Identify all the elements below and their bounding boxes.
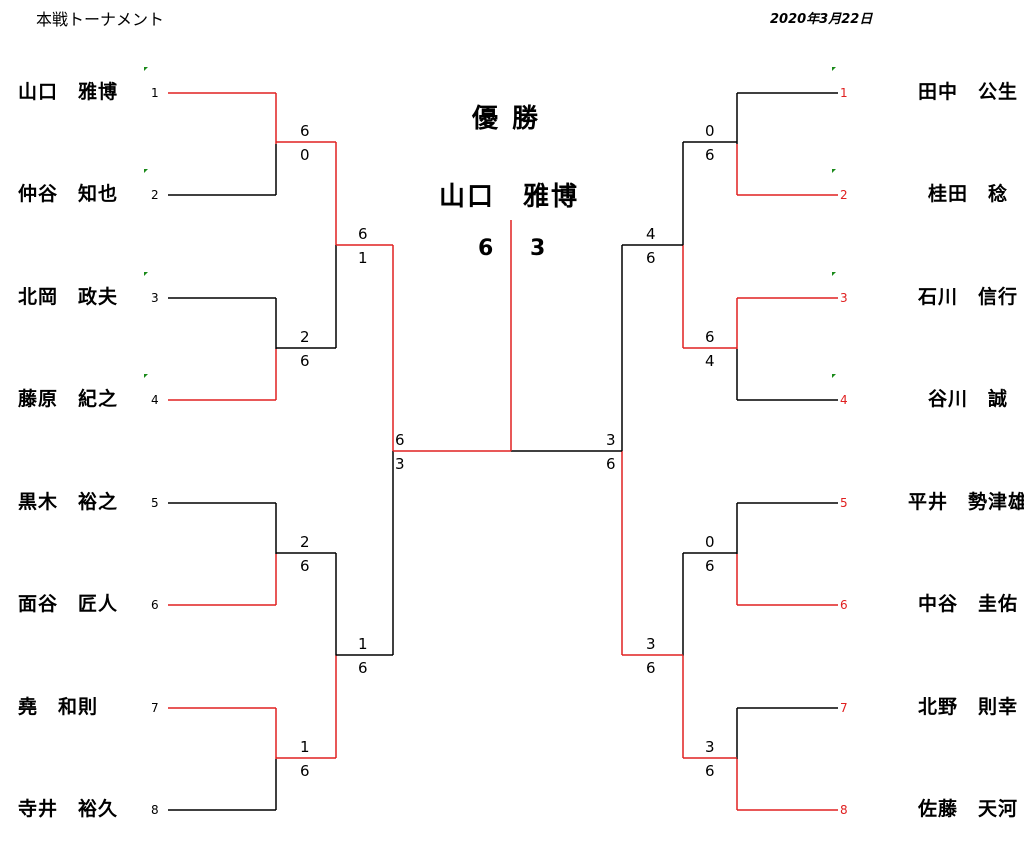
cell-marker <box>144 272 148 276</box>
score-left: 6 <box>300 762 310 780</box>
player-name-left: 藤原 紀之 <box>18 388 119 410</box>
score-left: 0 <box>300 146 310 164</box>
player-name-right: 石川 信行 <box>917 286 1019 308</box>
score-left: 1 <box>358 249 368 267</box>
score-right: 3 <box>705 738 715 756</box>
player-name-left: 仲谷 知也 <box>18 183 119 205</box>
seed-number-left: 5 <box>151 496 159 510</box>
player-name-left: 北岡 政夫 <box>18 286 119 308</box>
seed-number-right: 6 <box>840 598 848 612</box>
player-name-left: 黒木 裕之 <box>18 491 119 513</box>
event-date: 2020年3月22日 <box>770 12 873 27</box>
score-left: 2 <box>300 328 310 346</box>
score-right: 0 <box>705 122 715 140</box>
player-name-right: 北野 則幸 <box>917 696 1019 718</box>
cell-marker <box>144 374 148 378</box>
player-name-right: 佐藤 天河 <box>917 798 1019 820</box>
seed-number-right: 8 <box>840 803 848 817</box>
seed-number-right: 1 <box>840 86 848 100</box>
champion-name: 山口 雅博 <box>439 182 580 212</box>
seed-number-left: 7 <box>151 701 159 715</box>
seed-number-left: 8 <box>151 803 159 817</box>
seed-number-right: 7 <box>840 701 848 715</box>
score-right: 6 <box>705 557 715 575</box>
player-name-left: 堯 和則 <box>18 696 99 718</box>
cell-marker <box>832 67 836 71</box>
cell-marker <box>832 374 836 378</box>
score-left: 6 <box>300 122 310 140</box>
score-left: 6 <box>358 225 368 243</box>
score-right: 3 <box>606 431 616 449</box>
score-right: 6 <box>606 455 616 473</box>
champion-score-left: 6 <box>478 236 494 261</box>
player-name-right: 桂田 稔 <box>927 183 1009 205</box>
score-left: 1 <box>358 635 368 653</box>
score-right: 4 <box>646 225 656 243</box>
player-name-left: 寺井 裕久 <box>18 798 119 820</box>
seed-number-right: 4 <box>840 393 848 407</box>
score-right: 6 <box>646 249 656 267</box>
score-right: 3 <box>646 635 656 653</box>
seed-number-right: 3 <box>840 291 848 305</box>
seed-number-left: 1 <box>151 86 159 100</box>
player-name-left: 面谷 匠人 <box>18 593 119 615</box>
player-name-right: 中谷 圭佑 <box>917 593 1019 615</box>
score-left: 2 <box>300 533 310 551</box>
score-left: 6 <box>300 557 310 575</box>
page-title: 本戦トーナメント <box>36 10 165 29</box>
score-right: 0 <box>705 533 715 551</box>
player-name-right: 平井 勢津雄 <box>907 491 1024 513</box>
player-name-right: 田中 公生 <box>917 81 1019 103</box>
score-right: 6 <box>705 328 715 346</box>
score-right: 6 <box>705 762 715 780</box>
cell-marker <box>144 169 148 173</box>
cell-marker <box>832 169 836 173</box>
score-left: 3 <box>395 455 405 473</box>
seed-number-right: 5 <box>840 496 848 510</box>
score-left: 1 <box>300 738 310 756</box>
seed-number-left: 3 <box>151 291 159 305</box>
player-name-right: 谷川 誠 <box>927 388 1009 410</box>
cell-marker <box>832 272 836 276</box>
champion-score-right: 3 <box>530 236 546 261</box>
seed-number-left: 6 <box>151 598 159 612</box>
champion-title: 優勝 <box>472 104 553 134</box>
score-right: 4 <box>705 352 715 370</box>
seed-number-left: 2 <box>151 188 159 202</box>
player-name-left: 山口 雅博 <box>18 81 119 103</box>
score-left: 6 <box>358 659 368 677</box>
score-left: 6 <box>395 431 405 449</box>
score-right: 6 <box>705 146 715 164</box>
score-left: 6 <box>300 352 310 370</box>
seed-number-right: 2 <box>840 188 848 202</box>
score-right: 6 <box>646 659 656 677</box>
seed-number-left: 4 <box>151 393 159 407</box>
cell-marker <box>144 67 148 71</box>
